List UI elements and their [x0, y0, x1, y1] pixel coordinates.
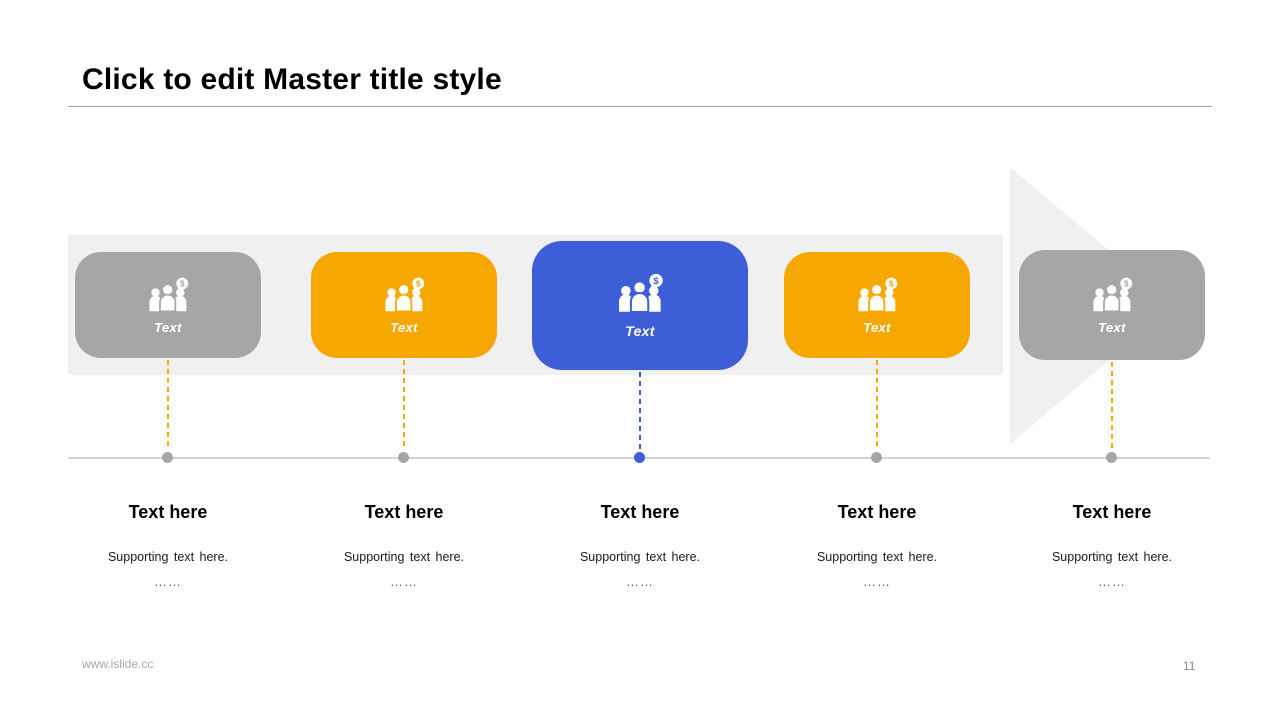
text-column-2: Text here Supporting text here. ……	[294, 502, 514, 589]
connector-dashed-line	[167, 360, 169, 450]
column-heading[interactable]: Text here	[128, 502, 208, 522]
column-body[interactable]: Supporting text here.	[579, 550, 701, 564]
timeline-dot	[871, 452, 882, 463]
page-number: 11	[1183, 659, 1196, 673]
svg-text:$: $	[1123, 278, 1128, 288]
connector-dashed-line	[1111, 362, 1113, 450]
column-heading[interactable]: Text here	[600, 502, 680, 522]
svg-text:$: $	[888, 278, 893, 288]
column-heading[interactable]: Text here	[1072, 502, 1152, 522]
title-underline	[68, 106, 1212, 107]
card-label: Text	[1098, 319, 1126, 335]
process-card-5[interactable]: $ Text	[1019, 250, 1205, 360]
card-label: Text	[390, 319, 418, 335]
svg-text:$: $	[179, 278, 184, 288]
column-ellipsis: ……	[154, 574, 182, 589]
column-ellipsis: ……	[1098, 574, 1126, 589]
connector-dashed-line	[403, 360, 405, 450]
connector-dashed-line	[639, 372, 641, 450]
slide-title[interactable]: Click to edit Master title style	[82, 63, 502, 96]
column-ellipsis: ……	[626, 574, 654, 589]
timeline-dot	[1106, 452, 1117, 463]
footer-website: www.islide.cc	[82, 657, 154, 671]
card-label: Text	[154, 319, 182, 335]
text-column-5: Text here Supporting text here. ……	[1002, 502, 1222, 589]
process-card-2[interactable]: $ Text	[311, 252, 497, 358]
process-card-1[interactable]: $ Text	[75, 252, 261, 358]
text-column-3: Text here Supporting text here. ……	[530, 502, 750, 589]
process-card-4[interactable]: $ Text	[784, 252, 970, 358]
column-ellipsis: ……	[390, 574, 418, 589]
people-dollar-icon: $	[618, 273, 663, 313]
column-body[interactable]: Supporting text here.	[343, 550, 465, 564]
card-label: Text	[625, 323, 655, 339]
people-dollar-icon: $	[148, 277, 188, 312]
column-body[interactable]: Supporting text here.	[107, 550, 229, 564]
people-dollar-icon: $	[1092, 277, 1132, 312]
timeline-dot	[634, 452, 645, 463]
timeline-dot	[162, 452, 173, 463]
connector-dashed-line	[876, 360, 878, 450]
people-dollar-icon: $	[384, 277, 424, 312]
column-heading[interactable]: Text here	[364, 502, 444, 522]
column-heading[interactable]: Text here	[837, 502, 917, 522]
text-column-4: Text here Supporting text here. ……	[767, 502, 987, 589]
column-ellipsis: ……	[863, 574, 891, 589]
column-body[interactable]: Supporting text here.	[816, 550, 938, 564]
card-label: Text	[863, 319, 891, 335]
svg-text:$: $	[415, 278, 420, 288]
column-body[interactable]: Supporting text here.	[1051, 550, 1173, 564]
svg-text:$: $	[653, 276, 659, 287]
people-dollar-icon: $	[857, 277, 897, 312]
text-column-1: Text here Supporting text here. ……	[58, 502, 278, 589]
timeline-dot	[398, 452, 409, 463]
process-card-3[interactable]: $ Text	[532, 241, 748, 370]
